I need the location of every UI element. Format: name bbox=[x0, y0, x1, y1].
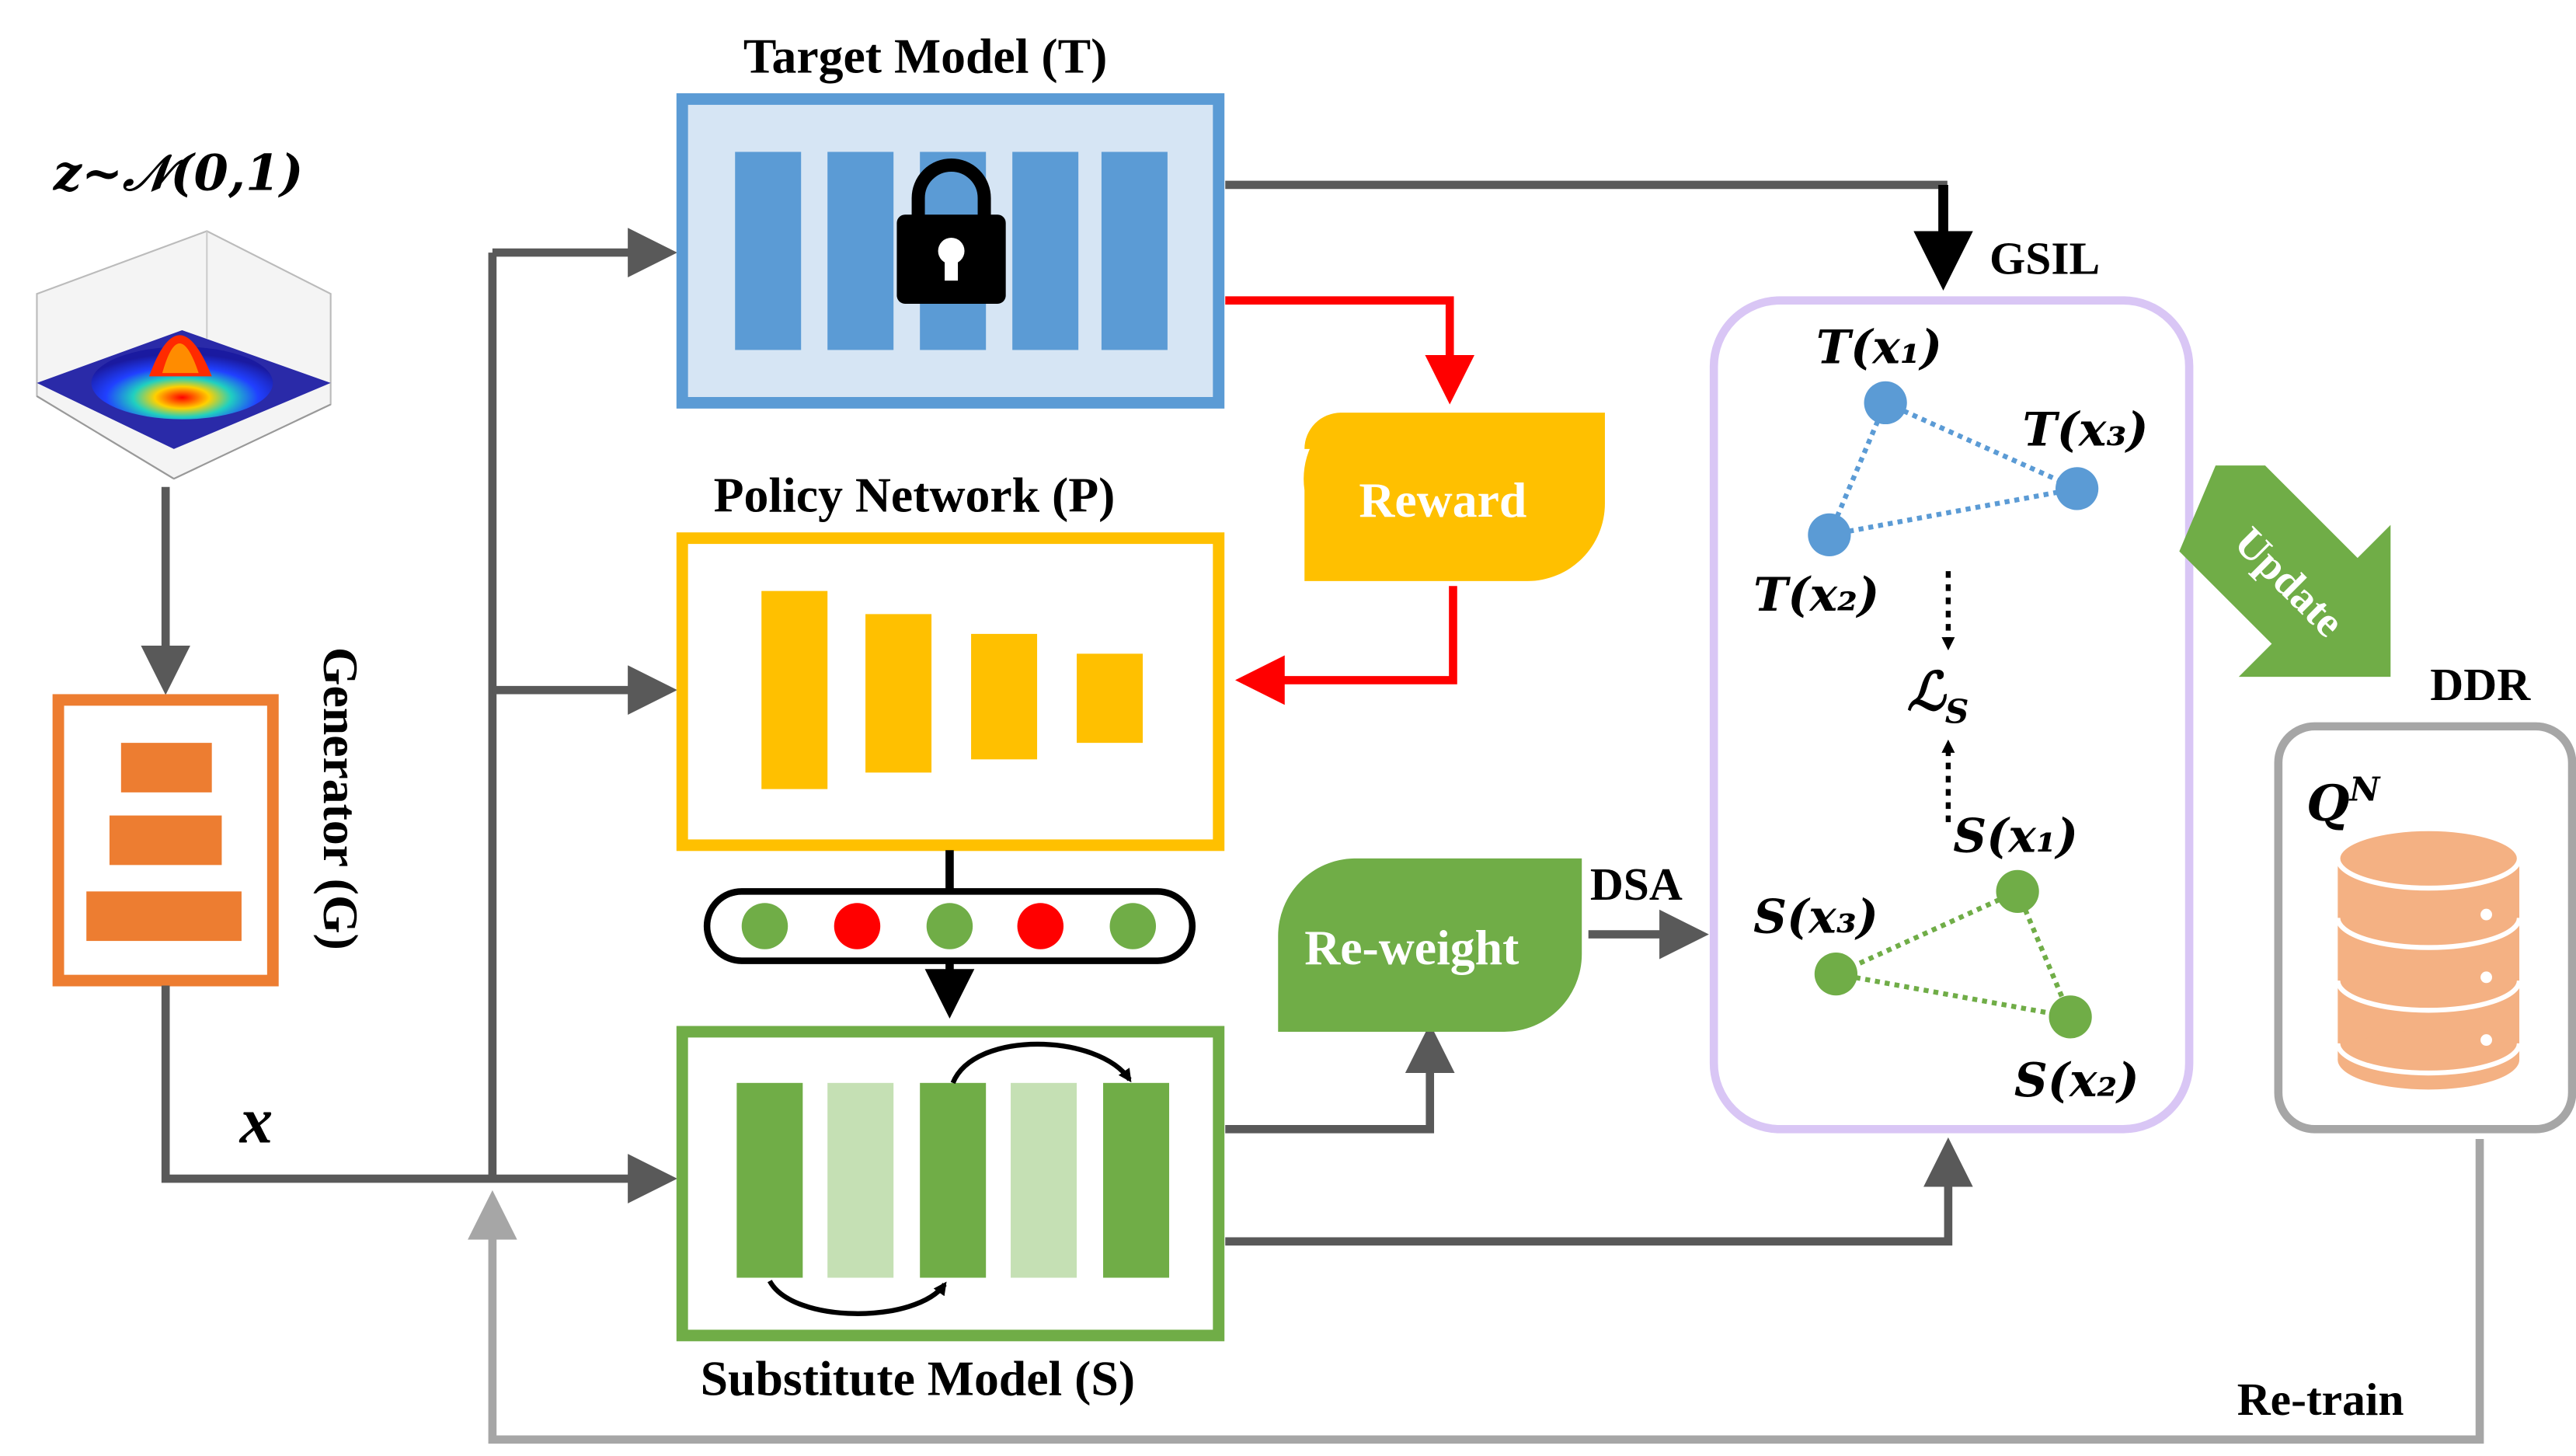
substitute-node-3-label: S(x₃) bbox=[1753, 890, 1878, 944]
target-graph bbox=[1808, 381, 2099, 557]
qn-symbol: Q bbox=[2306, 775, 2350, 833]
qn-superscript: N bbox=[2348, 770, 2381, 809]
dsa-label: DSA bbox=[1590, 859, 1683, 910]
arrow-retrain-loop bbox=[468, 1139, 2484, 1444]
qn-label: QN bbox=[2306, 770, 2382, 832]
reweight-block bbox=[1278, 858, 1582, 1032]
ddr-label: DDR bbox=[2430, 659, 2531, 710]
arrow-substitute-to-gsil bbox=[1225, 1137, 1973, 1246]
substitute-node-3 bbox=[1814, 952, 1858, 996]
selection-dot-5 bbox=[1109, 903, 1157, 949]
substitute-node-2-label: S(x₂) bbox=[2014, 1054, 2139, 1108]
substitute-node-1-label: S(x₁) bbox=[1953, 809, 2078, 863]
loss-symbol: ℒ bbox=[1907, 661, 1948, 723]
arrow-target-to-reward bbox=[1225, 296, 1475, 405]
generator-block bbox=[52, 694, 279, 987]
policy-network-block bbox=[676, 532, 1225, 852]
substitute-node-2 bbox=[2049, 995, 2092, 1039]
arrow-generator-to-substitute bbox=[161, 985, 677, 1203]
target-node-2-label: T(x₂) bbox=[1753, 568, 1879, 622]
target-node-1-label: T(x₁) bbox=[1816, 320, 1942, 374]
gsil-label: GSIL bbox=[1989, 233, 2100, 284]
target-node-2 bbox=[1808, 513, 1851, 557]
substitute-model-block bbox=[676, 1026, 1225, 1342]
selection-dot-4 bbox=[1017, 903, 1064, 949]
gaussian-surface-plot bbox=[36, 230, 332, 480]
target-node-3 bbox=[2055, 467, 2099, 510]
arrow-target-to-gsil-line bbox=[1225, 180, 1948, 277]
substitute-node-1 bbox=[1996, 869, 2039, 913]
target-model-label: Target Model (T) bbox=[743, 28, 1107, 83]
noise-label: z~𝒩(0,1) bbox=[53, 144, 304, 202]
generator-label: Generator (G) bbox=[313, 647, 368, 950]
substitute-graph bbox=[1814, 869, 2092, 1039]
selection-dot-3 bbox=[926, 903, 973, 949]
loss-subscript: S bbox=[1945, 693, 1969, 732]
reward-label: Reward bbox=[1359, 472, 1526, 528]
lock-icon bbox=[896, 158, 1006, 304]
target-node-3-label: T(x₃) bbox=[2022, 403, 2148, 458]
reward-block bbox=[1304, 413, 1605, 581]
selection-dot-2 bbox=[834, 903, 881, 949]
substitute-model-label: Substitute Model (S) bbox=[701, 1350, 1135, 1405]
policy-network-label: Policy Network (P) bbox=[714, 468, 1116, 523]
update-arrow bbox=[2179, 465, 2391, 677]
database-icon bbox=[2335, 826, 2522, 1090]
target-node-1 bbox=[1864, 381, 1907, 425]
loss-label: ℒS bbox=[1907, 661, 1969, 732]
selection-dot-1 bbox=[741, 903, 788, 949]
x-label: x bbox=[238, 1084, 273, 1157]
arrow-substitute-to-reweight bbox=[1225, 1023, 1455, 1134]
reweight-label: Re-weight bbox=[1304, 920, 1519, 975]
selection-vector bbox=[703, 888, 1196, 964]
arrow-reward-to-policy bbox=[1235, 586, 1457, 705]
retrain-label: Re-train bbox=[2237, 1374, 2404, 1425]
